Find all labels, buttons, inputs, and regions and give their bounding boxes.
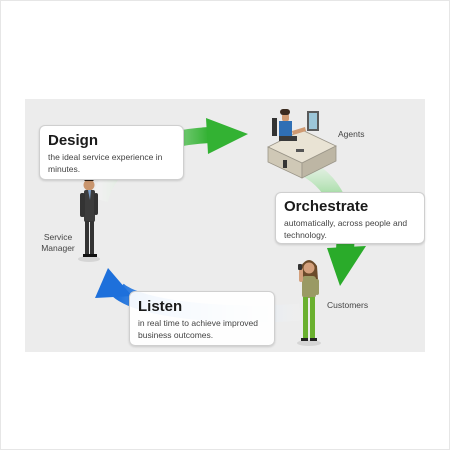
customers-label: Customers: [327, 300, 369, 310]
orchestrate-description: automatically, across people and technol…: [284, 218, 408, 240]
agents-label: Agents: [338, 129, 365, 139]
listen-title: Listen: [138, 298, 183, 315]
service-manager-illustration: [78, 178, 100, 262]
design-description: the ideal service experience in minutes.: [48, 152, 163, 174]
listen-callout: Listen in real time to achieve improved …: [129, 291, 275, 346]
design-callout: Design the ideal service experience in m…: [39, 125, 184, 180]
orchestrate-title: Orchestrate: [284, 198, 369, 215]
customer-illustration: [297, 260, 321, 346]
design-title: Design: [48, 132, 99, 149]
service-manager-label: Service Manager: [41, 232, 75, 253]
orchestrate-callout: Orchestrate automatically, across people…: [275, 192, 425, 244]
listen-description: in real time to achieve improved busines…: [138, 318, 259, 340]
agent-illustration: [267, 109, 337, 179]
